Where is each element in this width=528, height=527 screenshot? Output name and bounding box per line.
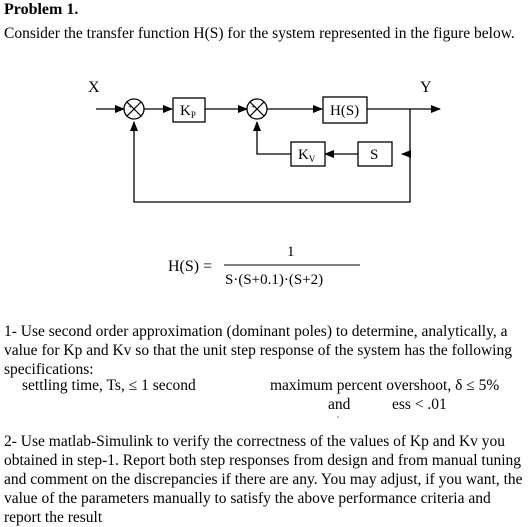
problem-title: Problem 1. (4, 1, 79, 18)
block-diagram: X Y + KP + H(S) S KV (88, 79, 441, 203)
spec-settling-time: settling time, Ts, ≤ 1 second (22, 377, 196, 394)
summing-junction-1: + (123, 98, 145, 120)
kp-block (172, 97, 206, 123)
input-label: X (88, 79, 100, 96)
formula-denominator: S·(S+0.1)·(S+2) (225, 272, 323, 288)
summing-junction-2: + (246, 98, 268, 120)
kv-block-label: KV (298, 147, 316, 164)
outer-feedback-loop (130, 121, 411, 203)
formula-lhs: H(S) = (168, 258, 212, 275)
h-block (322, 96, 368, 124)
h-block-label: H(S) (330, 103, 359, 119)
inner-feedback-tap (401, 109, 411, 158)
formula-numerator: 1 (287, 244, 295, 260)
spec-ess: ess < .01 (392, 396, 447, 413)
stray-dot (337, 416, 339, 418)
question-1: 1- Use second order approximation (domin… (4, 323, 512, 378)
spec-overshoot: maximum percent overshoot, δ ≤ 5% (270, 377, 500, 394)
kp-block-label: KP (180, 103, 196, 120)
spec-and: and (328, 396, 351, 413)
output-label: Y (420, 79, 432, 96)
s-block-label: S (370, 147, 378, 163)
kv-block (290, 141, 326, 167)
s-block (357, 141, 393, 167)
sum2-plus-sign: + (251, 102, 256, 111)
intro-paragraph: Consider the transfer function H(S) for … (4, 25, 515, 42)
kv-to-sum2-feedback (253, 121, 291, 155)
sum1-plus-sign: + (128, 102, 133, 111)
transfer-function-formula: H(S) = 1 S·(S+0.1)·(S+2) (168, 244, 360, 288)
question-2: 2- Use matlab-Simulink to verify the cor… (4, 433, 523, 526)
